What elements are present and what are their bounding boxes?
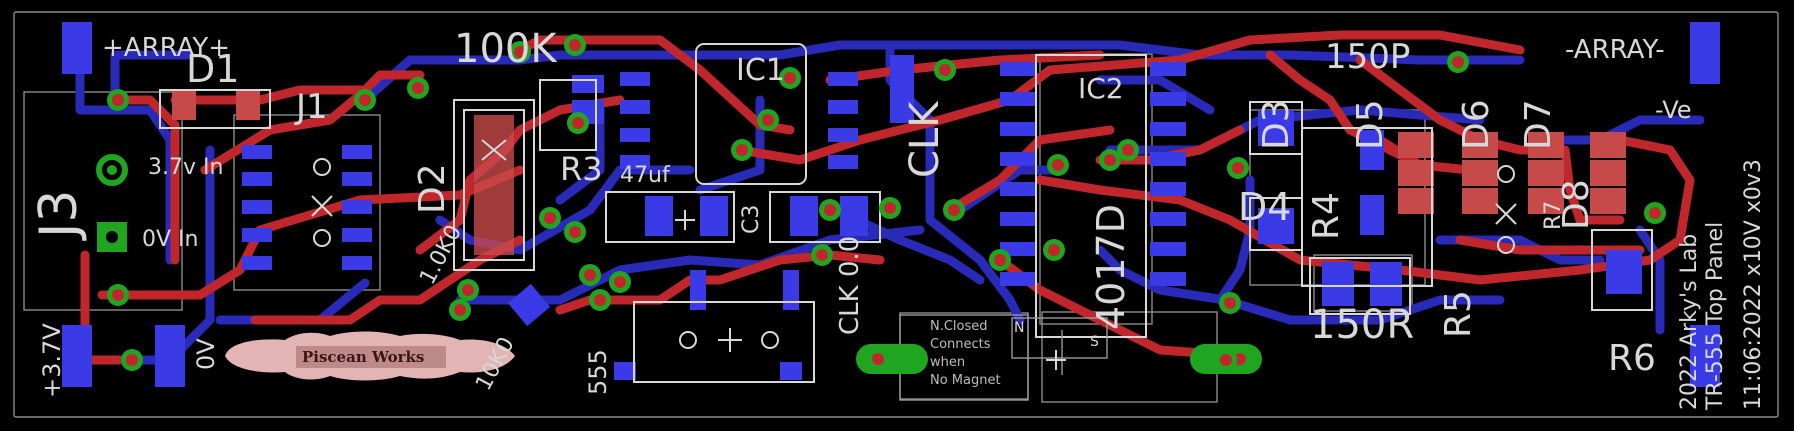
via-hole [1232, 162, 1244, 174]
label-r4: R4 [1306, 192, 1347, 240]
label-d2: D2 [412, 163, 453, 214]
via-hole [1220, 354, 1232, 366]
label-4017d: 4017D [1089, 204, 1133, 330]
label-plus-3v7: +3.7V [38, 323, 66, 398]
via-hole [762, 114, 774, 126]
label-d1: D1 [186, 47, 239, 91]
logo-text: Piscean Works [302, 348, 424, 366]
label-d4: D4 [1238, 185, 1291, 229]
via-hole [884, 202, 896, 214]
magnet-n-label: N [1014, 320, 1024, 336]
j3-connector [96, 154, 128, 252]
via-hole [594, 294, 606, 306]
label-r7: R7 [1541, 201, 1566, 230]
via-hole [1452, 56, 1464, 68]
magnet-s-label: S [1090, 334, 1099, 350]
label-150p: 150P [1325, 37, 1410, 77]
via-hole [816, 249, 828, 261]
label-clk-value: CLK 0.0 [835, 236, 865, 335]
label-d6: D6 [1456, 99, 1497, 150]
label-100k: 100K [454, 26, 558, 72]
silk-component-outlines [159, 43, 1653, 383]
via-hole [1122, 144, 1134, 156]
label-side-2: 2022 Arky's Lab [1677, 234, 1702, 410]
label-0v-in: 0V In [142, 227, 198, 252]
label-r6: R6 [1608, 338, 1656, 379]
label-d3: D3 [1256, 99, 1297, 150]
smd-pads [62, 22, 1720, 387]
via-hole [454, 304, 466, 316]
label-d7: D7 [1518, 99, 1559, 150]
via-hole [736, 144, 748, 156]
label-d8: D8 [1556, 179, 1597, 230]
label-555: 555 [584, 349, 612, 395]
label-47uf: 47uf [620, 163, 671, 188]
via-hole [572, 117, 584, 129]
label-side-3: 11:06:2022 x10V x0v3 [1741, 159, 1766, 410]
label-j3: J3 [29, 190, 89, 241]
led-pads [172, 90, 1626, 255]
label-c3: C3 [739, 205, 764, 234]
via-hole [544, 212, 556, 224]
magnet-note-4: No Magnet [930, 373, 1001, 388]
via-hole [514, 46, 526, 58]
label-150r: 150R [1310, 302, 1414, 348]
label-neg-ve: -Ve [1655, 96, 1692, 124]
via-hole [614, 276, 626, 288]
via-hole [939, 64, 951, 76]
via-hole [569, 226, 581, 238]
label-j1: J1 [294, 87, 328, 127]
via-hole [994, 254, 1006, 266]
piscean-works-logo [225, 331, 515, 381]
via-hole [784, 72, 796, 84]
label-side-1: TR-555 Top Panel [1703, 222, 1728, 411]
via-hole [569, 39, 581, 51]
label-r5: R5 [1438, 290, 1479, 338]
via-hole [359, 94, 371, 106]
via-hole [112, 289, 124, 301]
via-hole [126, 354, 138, 366]
via-hole [462, 284, 474, 296]
via-hole [1224, 297, 1236, 309]
via-hole [1048, 244, 1060, 256]
magnet-note-3: when [930, 355, 965, 370]
via-hole [584, 269, 596, 281]
via-hole [1052, 159, 1064, 171]
vias [107, 34, 1666, 371]
label-zero-v: 0V [192, 338, 220, 370]
label-array-plus: +ARRAY+ [102, 33, 230, 63]
via-hole [1649, 207, 1661, 219]
silk-crosses [311, 139, 1517, 370]
via-hole [824, 204, 836, 216]
via-hole [412, 82, 424, 94]
label-r3: R3 [560, 150, 603, 188]
label-ic1: IC1 [736, 53, 785, 88]
label-d5: D5 [1350, 99, 1391, 150]
label-ic2: IC2 [1078, 72, 1124, 105]
via-hole [948, 204, 960, 216]
label-3v7-in: 3.7v In [148, 155, 223, 180]
label-clk: CLK [902, 100, 948, 178]
magnet-note-2: Connects [930, 337, 991, 352]
via-hole [1104, 154, 1116, 166]
via-hole [112, 94, 124, 106]
label-array-minus: -ARRAY- [1565, 35, 1665, 65]
magnet-note-1: N.Closed [930, 319, 988, 334]
